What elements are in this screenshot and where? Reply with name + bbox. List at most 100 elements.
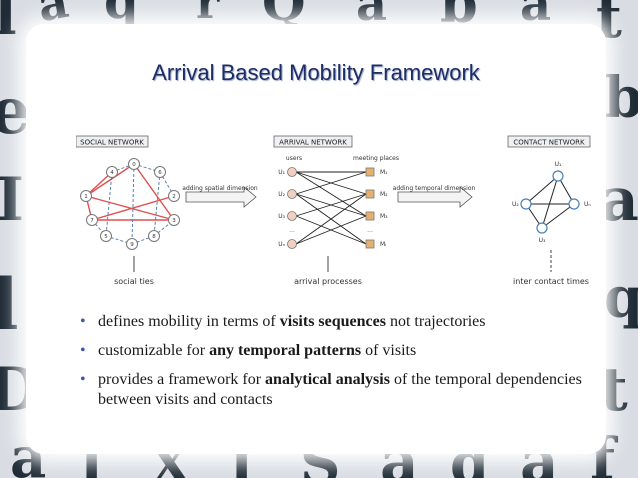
social-panel-label: SOCIAL NETWORK	[80, 139, 144, 147]
user-node	[287, 211, 297, 221]
social-caption: social ties	[114, 277, 154, 286]
social-node	[168, 214, 180, 226]
user-labels: U₁ U₂ U₃ Uₙ	[278, 169, 285, 248]
bg-letter: I	[0, 165, 25, 235]
social-node-label: 4	[110, 170, 114, 176]
arrival-panel-label: ARRIVAL NETWORK	[279, 139, 347, 147]
bullet-text: customizable for	[98, 342, 210, 359]
bullet-text: defines mobility in terms of	[98, 313, 280, 330]
social-node	[126, 238, 138, 250]
place-box	[365, 211, 375, 221]
social-node-label: 7	[90, 218, 94, 224]
social-node	[154, 166, 166, 178]
contact-node	[552, 170, 564, 182]
bullet-text: not trajectories	[385, 313, 486, 330]
place-label: Mₗ	[380, 241, 386, 248]
user-node	[287, 239, 297, 249]
social-node-label: 9	[130, 242, 134, 248]
bullet-item: • provides a framework for analytical ana…	[80, 370, 610, 410]
social-node-label: 5	[104, 234, 108, 240]
bullet-item: •customizable for any temporal patterns …	[80, 341, 610, 361]
place-labels: M₁ M₂ M₃ Mₗ	[380, 169, 388, 248]
user-label: U₃	[278, 213, 285, 220]
social-node-labels: 0 6 1 2 4 7 3 5 8 9	[84, 162, 176, 248]
bg-letter: l	[0, 0, 17, 49]
place-box	[365, 167, 375, 177]
place-label: M₃	[380, 213, 388, 220]
bg-letter: a	[520, 0, 552, 32]
social-node-label: 0	[132, 162, 136, 168]
user-node	[287, 189, 297, 199]
bullet-text: of visits	[361, 342, 417, 359]
contact-network-panel: CONTACT NETWORK U₁ U₂ U₃ Uₙ	[507, 135, 591, 286]
arrival-caption: arrival processes	[294, 277, 362, 286]
slide-title: Arrival Based Mobility Framework	[152, 60, 480, 85]
contact-node	[568, 198, 580, 210]
bullet-emphasis: analytical analysis	[265, 371, 390, 388]
bg-letter: a	[600, 165, 638, 235]
bullet-emphasis: visits sequences	[279, 313, 386, 330]
social-node	[86, 214, 98, 226]
bg-letter: b	[604, 65, 638, 131]
social-node-label: 2	[172, 194, 176, 200]
social-node	[128, 158, 140, 170]
user-label: Uₙ	[278, 241, 285, 248]
bullet-dot-icon: •	[80, 313, 86, 330]
bg-letter: q	[604, 265, 638, 331]
social-node-label: 6	[158, 170, 162, 176]
contact-caption: inter contact times	[513, 277, 589, 286]
social-node	[100, 230, 112, 242]
bg-letter: l	[0, 263, 19, 346]
bg-letter: Q	[262, 0, 306, 32]
bg-letter: r	[196, 0, 220, 29]
arrival-edges	[295, 171, 367, 245]
contact-nodes	[520, 170, 580, 234]
place-boxes	[365, 167, 375, 249]
social-node-label: 8	[152, 234, 156, 240]
social-node	[80, 190, 92, 202]
arrival-panel-header-box	[273, 135, 353, 148]
contact-label: U₃	[539, 237, 546, 244]
contact-edges	[525, 175, 575, 229]
place-label: M₁	[380, 169, 388, 176]
contact-panel-label: CONTACT NETWORK	[513, 139, 585, 147]
place-label: M₂	[380, 191, 388, 198]
bullet-dot-icon: •	[80, 371, 86, 388]
contact-node	[536, 222, 548, 234]
user-node	[287, 167, 297, 177]
bullet-item: • defines mobility in terms of visits seq…	[80, 312, 610, 332]
bg-letter: a	[356, 0, 388, 32]
social-node-label: 1	[84, 194, 88, 200]
user-label: U₂	[278, 191, 285, 198]
framework-diagram: SOCIAL NETWORK	[76, 135, 591, 286]
bullet-dot-icon: •	[80, 342, 86, 359]
contact-label: U₁	[555, 161, 562, 168]
user-nodes	[287, 167, 297, 249]
bg-letter: e	[0, 74, 31, 149]
social-panel-header-box	[76, 135, 149, 148]
social-network-panel: SOCIAL NETWORK	[76, 135, 180, 286]
social-nodes	[80, 158, 180, 250]
temporal-arrow-label: adding temporal dimension	[393, 185, 476, 192]
contact-label: U₂	[512, 201, 519, 208]
user-label: U₁	[278, 169, 285, 176]
spatial-arrow-label: adding spatial dimension	[182, 185, 258, 192]
bullet-list: • defines mobility in terms of visits seq…	[80, 312, 610, 419]
social-node-label: 3	[172, 218, 176, 224]
place-box	[365, 239, 375, 249]
spatial-arrow: adding spatial dimension	[182, 185, 258, 208]
users-header: users	[286, 155, 302, 162]
arrival-network-panel: ARRIVAL NETWORK users meeting places	[273, 135, 399, 286]
social-node	[106, 166, 118, 178]
social-node	[168, 190, 180, 202]
social-node	[148, 230, 160, 242]
place-ellipsis: …	[367, 228, 373, 234]
contact-labels: U₁ U₂ U₃ Uₙ	[512, 161, 591, 244]
bullet-text: provides a framework for	[98, 371, 266, 388]
user-ellipsis: …	[289, 228, 295, 234]
bullet-emphasis: any temporal patterns	[209, 342, 362, 359]
contact-node	[520, 198, 532, 210]
slide: Arrival Based Mobility Framework SOCIAL …	[26, 24, 606, 454]
place-box	[365, 189, 375, 199]
